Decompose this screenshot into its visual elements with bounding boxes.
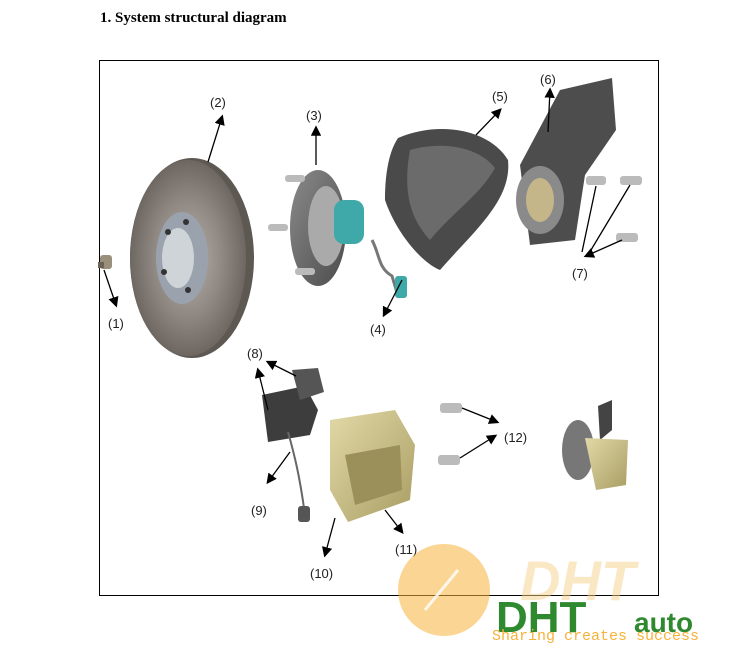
label-12: (12) [504, 430, 527, 445]
part-11-caliper [330, 410, 415, 522]
part-5-dust-shield [385, 129, 509, 270]
label-3: (3) [306, 108, 322, 123]
watermark-tagline: Sharing creates success [492, 628, 699, 645]
label-9: (9) [251, 503, 267, 518]
label-6: (6) [540, 72, 556, 87]
part-2-brake-disc [130, 158, 254, 358]
watermark-logo: DHT DHT auto Sharing creates success [398, 544, 699, 645]
page-title: 1. System structural diagram [100, 10, 287, 26]
part-8-brake-pads [262, 368, 324, 442]
watermark-brand-bg: DHT [520, 549, 640, 612]
label-10: (10) [310, 566, 333, 581]
part-7-bolts [586, 176, 642, 242]
label-5: (5) [492, 89, 508, 104]
watermark-brand-fg: DHT [496, 593, 587, 642]
leader-arrows [103, 87, 631, 558]
part-1-bolt [98, 255, 112, 269]
part-6-knuckle [516, 78, 616, 245]
label-8: (8) [247, 346, 263, 361]
watermark-brand-suffix: auto [634, 607, 693, 638]
label-11: (11) [395, 542, 417, 557]
label-2: (2) [210, 95, 226, 110]
part-12-caliper-bolts [438, 403, 462, 465]
part-3-hub-bearing [268, 170, 407, 298]
label-7: (7) [572, 266, 588, 281]
label-1: (1) [108, 316, 124, 331]
label-4: (4) [370, 322, 386, 337]
part-9-wear-sensor [287, 431, 310, 522]
assembled-knuckle-view [562, 400, 628, 490]
